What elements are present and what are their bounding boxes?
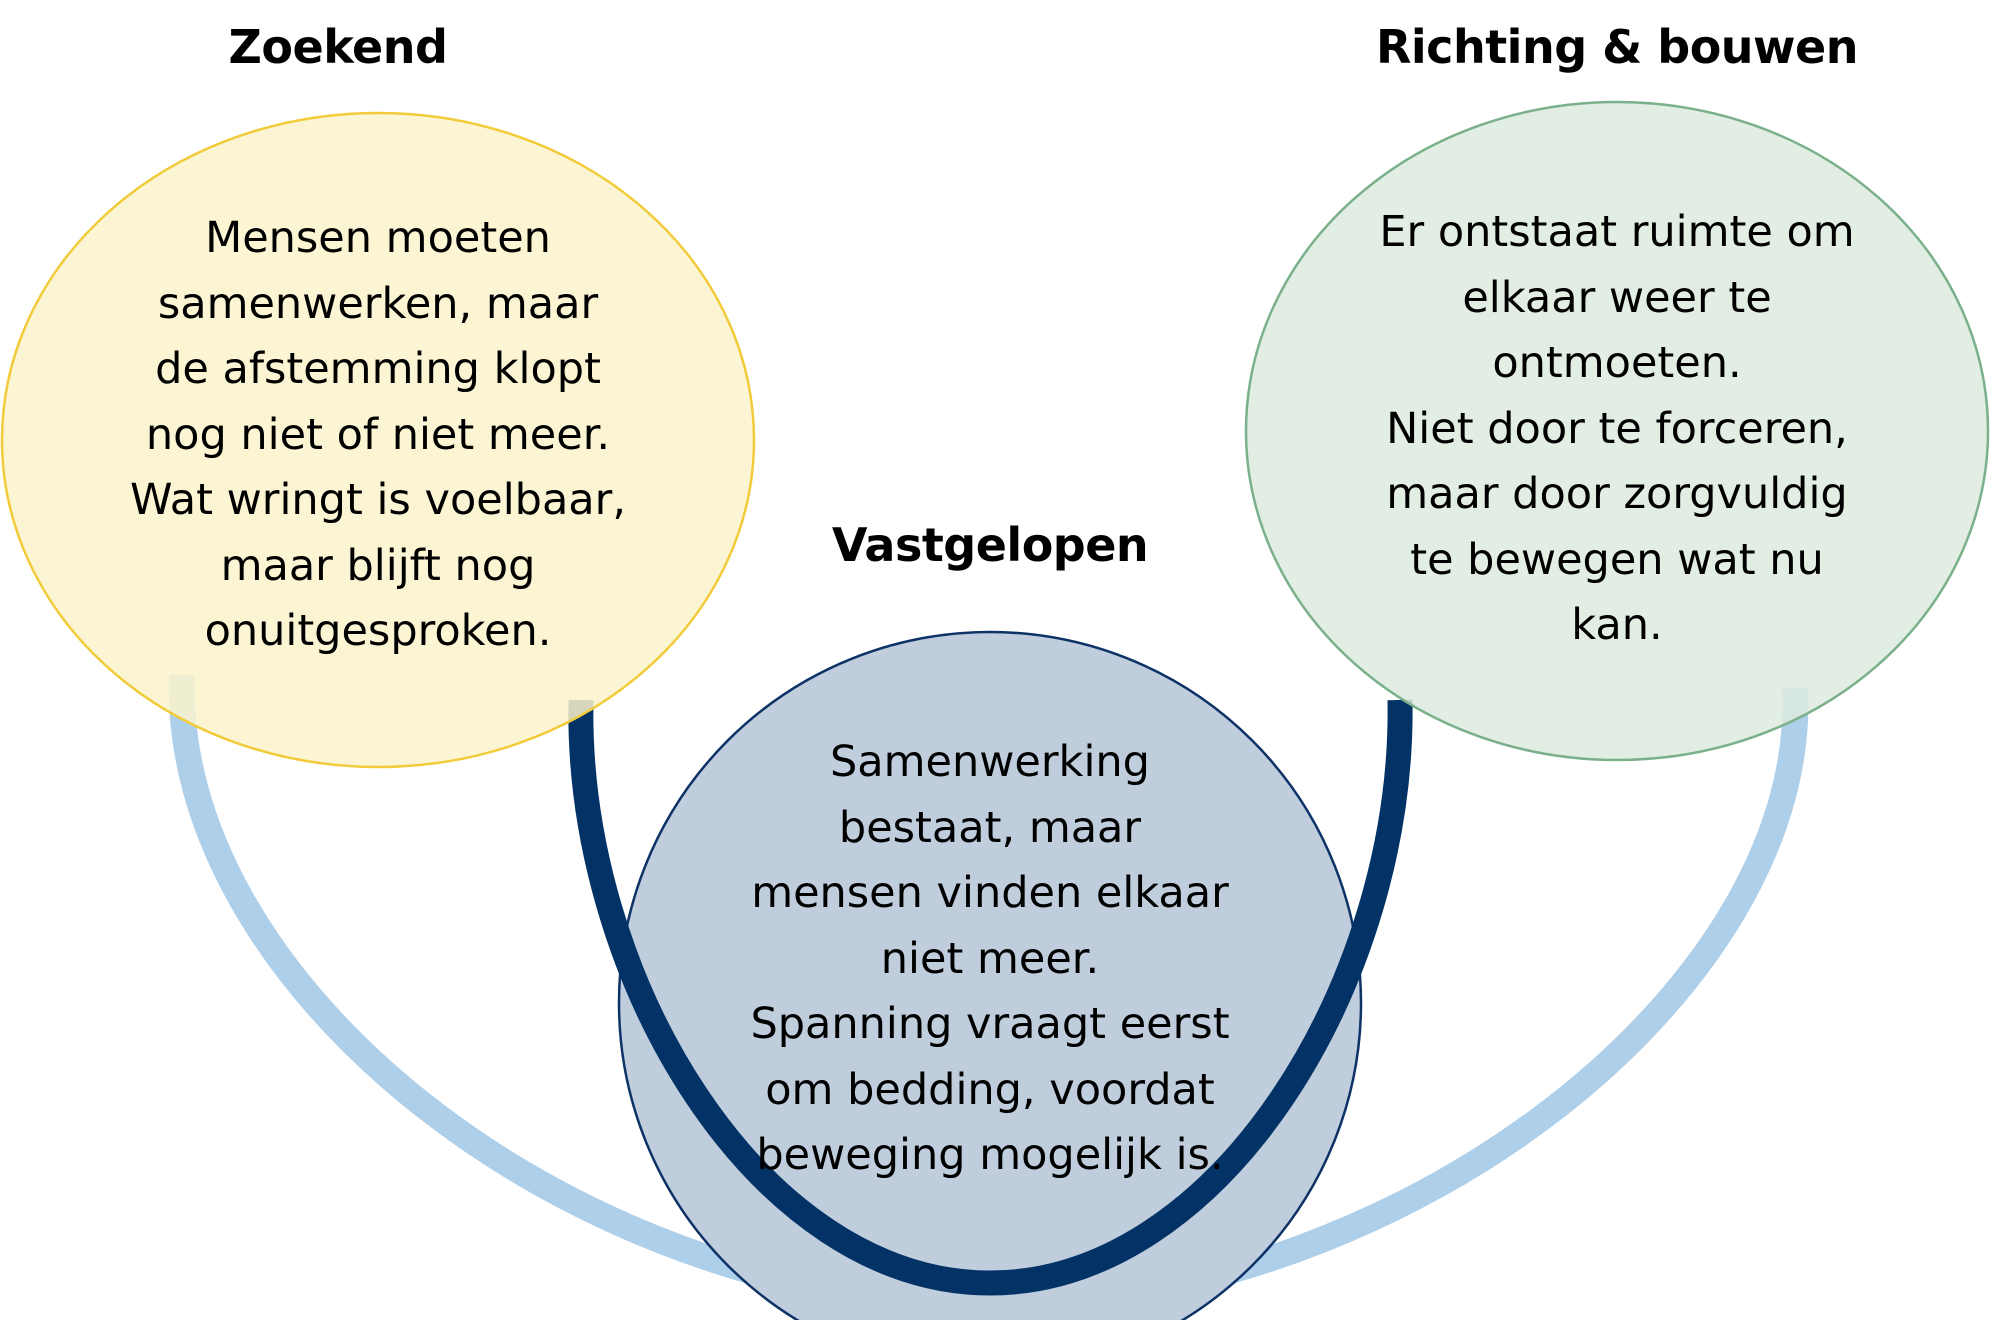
stage-text-vastgelopen: Samenwerking bestaat, maar mensen vinden… [750, 737, 1230, 1180]
inner-connector-arc [568, 699, 1413, 1296]
stage-text-richting: Er ontstaat ruimte om elkaar weer te ont… [1379, 207, 1855, 650]
stage-title-richting: Richting & bouwen [1375, 20, 1859, 74]
stage-title-vastgelopen: Vastgelopen [831, 518, 1149, 572]
stage-title-zoekend: Zoekend [228, 20, 448, 74]
zoekend-circle [0, 111, 756, 769]
vastgelopen-circle [617, 630, 1363, 1320]
stage-text-zoekend: Mensen moeten samenwerken, maar de afste… [129, 213, 627, 656]
richting-circle [1244, 100, 1990, 762]
